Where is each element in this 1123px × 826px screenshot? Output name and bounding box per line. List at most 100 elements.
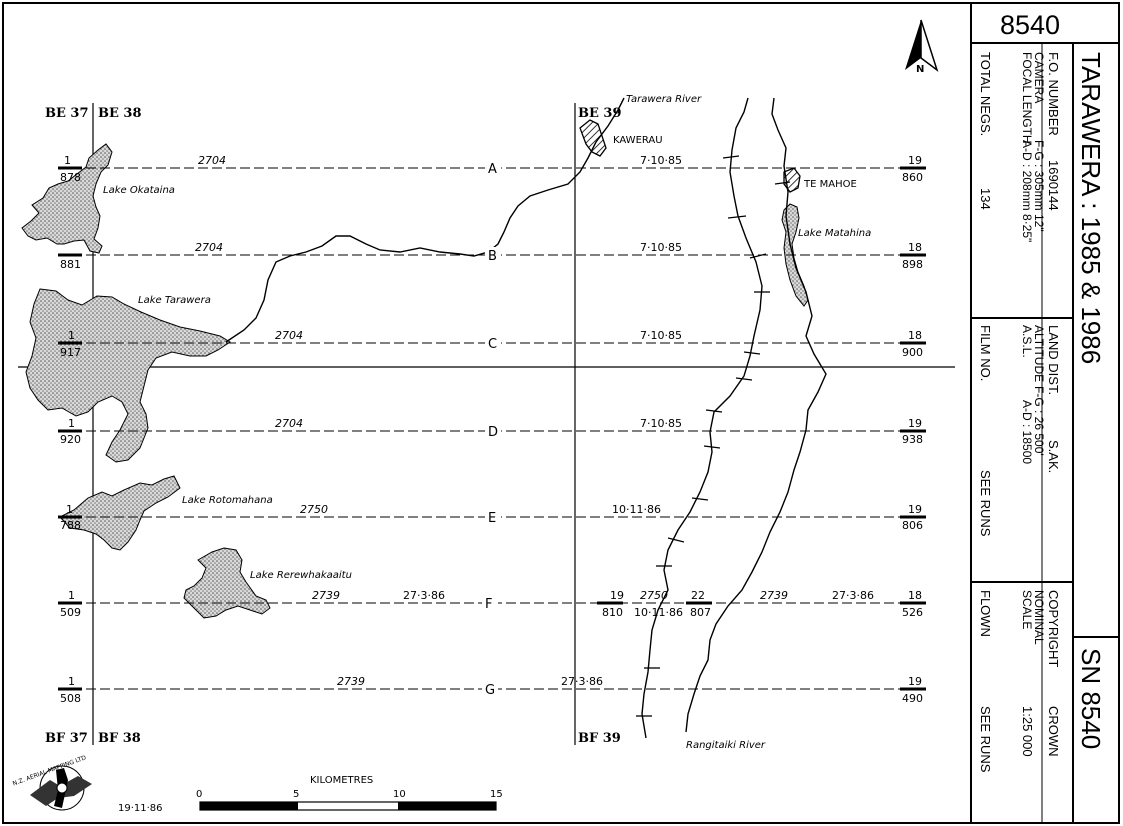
run-end-number: 19 (908, 154, 922, 167)
run-start-number: 1 (68, 675, 75, 688)
place-label-rangitaiki-river: Rangitaiki River (686, 740, 766, 751)
run-start-neg: 788 (60, 519, 81, 532)
run-start-neg: 917 (60, 346, 81, 359)
run-end-neg: 860 (902, 171, 923, 184)
rangitaiki-river (685, 97, 827, 733)
lake-rerewhakaaitu (183, 547, 271, 619)
run-end-neg: 806 (902, 519, 923, 532)
run-film: 2704 (275, 329, 303, 342)
run-film: 2739 (312, 589, 340, 602)
focal-label: FOCAL LENGTH (1020, 52, 1034, 144)
altitude-value: F-G : 26 500' (1032, 386, 1046, 456)
scale-value: 1:25 000 (1020, 706, 1035, 757)
run-end-number: 18 (908, 329, 922, 342)
run-letter: D (488, 425, 498, 440)
scale-bar-tick: 10 (393, 789, 406, 800)
land-dist-value: S.AK. (1046, 440, 1061, 473)
kawerau-area (579, 119, 607, 157)
copyright-label: COPYRIGHT (1046, 590, 1061, 667)
altitude-label: ALTITUDE (1032, 325, 1046, 382)
run-end-number: 19 (908, 675, 922, 688)
run-film-right: 2739 (760, 589, 788, 602)
focal-value: A-D : 208mm 8·25" (1020, 140, 1034, 242)
river-tick-marks (636, 155, 791, 717)
grid-label-bf39: BF 39 (578, 731, 621, 746)
north-label: N (916, 64, 924, 75)
grid-label-bf38: BF 38 (98, 731, 141, 746)
grid-label-be39: BE 39 (578, 106, 622, 121)
run-mid-end-neg: 807 (690, 606, 711, 619)
lake-rotomahana (59, 475, 181, 551)
total-negs-label: TOTAL NEGS. (978, 52, 993, 136)
place-label-lake-okataina: Lake Okataina (103, 185, 175, 196)
camera-label: CAMERA (1032, 52, 1046, 103)
logo-date: 19·11·86 (118, 803, 163, 814)
film-no-label: FILM NO. (978, 325, 993, 381)
run-date: 7·10·85 (640, 329, 682, 342)
run-mid-film: 2750 (640, 589, 668, 602)
scale-bar-title: KILOMETRES (310, 775, 373, 786)
run-start-neg: 508 (60, 692, 81, 705)
run-date: 10·11·86 (612, 503, 661, 516)
run-start-number: 1 (68, 417, 75, 430)
run-mid-start-number: 19 (610, 589, 624, 602)
sheet-title: TARAWERA : 1985 & 1986 (1076, 52, 1106, 364)
run-start-number: 1 (66, 503, 73, 516)
copyright-value: CROWN (1046, 706, 1061, 757)
fo-number-value: 1690144 (1046, 160, 1061, 211)
run-end-number: 18 (908, 589, 922, 602)
flown-label: FLOWN (978, 590, 993, 637)
run-film: 2704 (195, 241, 223, 254)
grid-label-be38: BE 38 (98, 106, 142, 121)
asl-value: A-D : 18500 (1020, 400, 1034, 464)
run-start-neg: 881 (60, 258, 81, 271)
run-start-neg: 509 (60, 606, 81, 619)
run-letter: E (488, 511, 496, 526)
run-date-right: 27·3·86 (832, 589, 874, 602)
scale-bar-tick: 0 (196, 789, 202, 800)
run-film: 2739 (337, 675, 365, 688)
run-mid-end-number: 22 (691, 589, 705, 602)
run-film: 2750 (300, 503, 328, 516)
place-label-te-mahoe: TE MAHOE (803, 179, 857, 190)
run-end-neg: 898 (902, 258, 923, 271)
place-label-lake-rotomahana: Lake Rotomahana (182, 495, 273, 506)
camera-value: F-G : 305mm 12" (1032, 140, 1046, 232)
run-date: 7·10·85 (640, 241, 682, 254)
run-start-neg: 920 (60, 433, 81, 446)
sheet-sn: SN 8540 (1076, 648, 1106, 749)
scale-bar-tick: 5 (293, 789, 299, 800)
place-label-lake-tarawera: Lake Tarawera (138, 295, 211, 306)
run-start-number: 1 (68, 589, 75, 602)
run-end-number: 19 (908, 503, 922, 516)
run-mid-start-neg: 810 (602, 606, 623, 619)
run-end-neg: 490 (902, 692, 923, 705)
scale-label: SCALE (1020, 590, 1034, 629)
run-date: 7·10·85 (640, 154, 682, 167)
run-end-number: 18 (908, 241, 922, 254)
fo-number-label: F.O. NUMBER (1046, 52, 1061, 136)
run-date: 27·3·86 (403, 589, 445, 602)
place-label-lake-rerewhakaaitu: Lake Rerewhakaaitu (250, 570, 352, 581)
scale-bar-tick: 15 (490, 789, 503, 800)
nz-aerial-mapping-logo-icon (30, 765, 92, 811)
north-arrow-icon (905, 19, 939, 73)
sidebar-grid (971, 42, 1119, 823)
run-film: 2704 (275, 417, 303, 430)
place-label-lake-matahina: Lake Matahina (798, 228, 871, 239)
place-label-kawerau: KAWERAU (613, 135, 663, 146)
land-dist-label: LAND DIST. (1046, 325, 1061, 395)
run-film: 2704 (198, 154, 226, 167)
run-letter: A (488, 162, 497, 177)
grid-label-be37: BE 37 (45, 106, 89, 121)
run-mid-date: 27·3·86 (561, 675, 603, 688)
river-west-branch (641, 97, 763, 739)
run-end-number: 19 (908, 417, 922, 430)
run-letter: F (485, 597, 492, 612)
grid-label-bf37: BF 37 (45, 731, 88, 746)
run-mid-date: 10·11·86 (634, 606, 683, 619)
asl-label: A.S.L. (1020, 325, 1034, 358)
run-letter: C (488, 337, 497, 352)
